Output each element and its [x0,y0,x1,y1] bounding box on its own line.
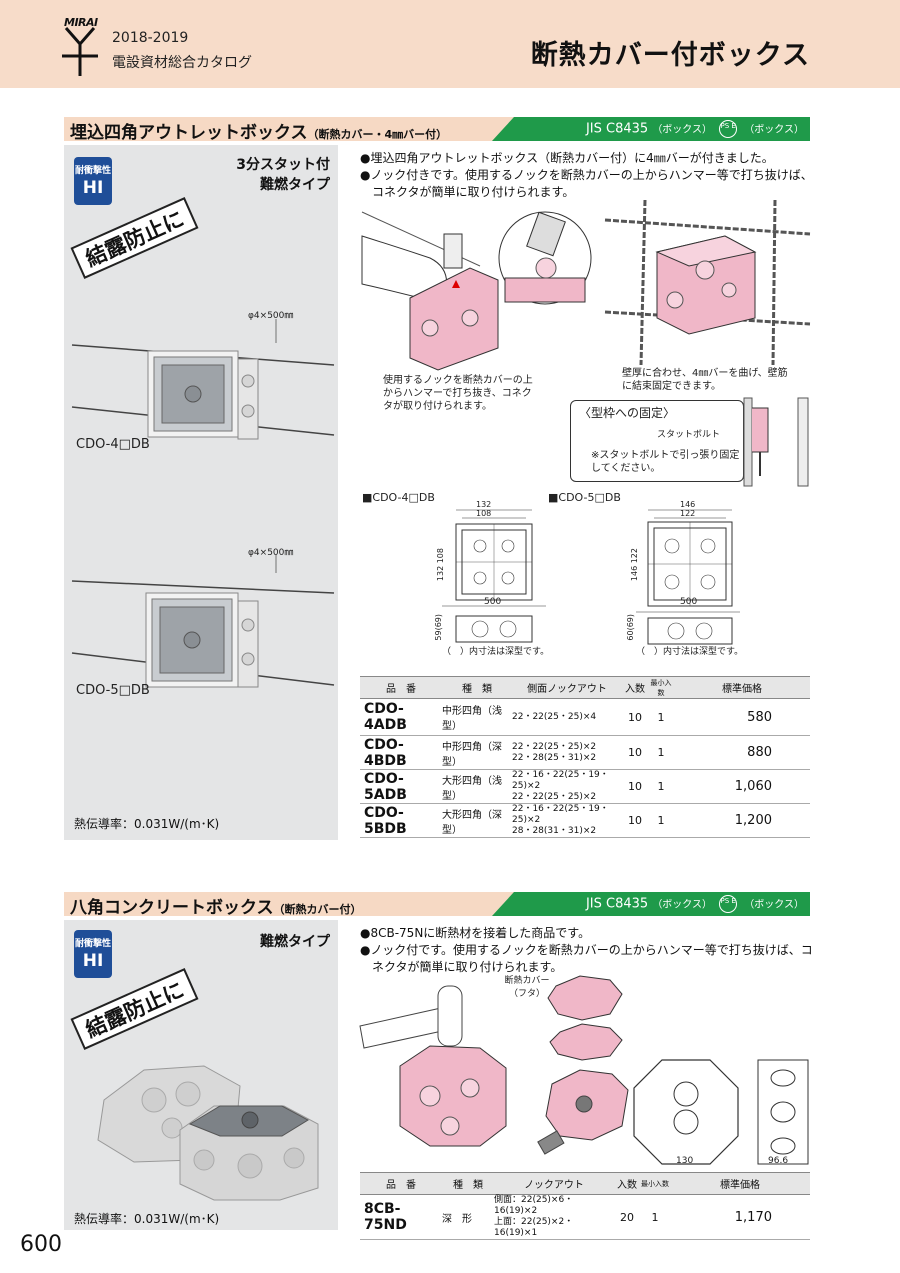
knockout-illustration [361,211,592,371]
octagon-knockout-illustration [359,975,629,1155]
dimension-note-1: （ ）内寸法は深型です。 [442,647,550,657]
page-header: MIRAI 2018-2019 電設資材総合カタログ 断熱カバー付ボックス [0,0,900,88]
section-1-features: ●埋込四角アウトレットボックス（断熱カバー付）に4㎜バーが付きました。 ●ノック… [360,151,813,199]
cdo4-depth: 59(69) [434,614,443,641]
section-2-title: 八角コンクリートボックス（断熱カバー付） [70,898,362,918]
section-2-jis: JIS C8435 （ボックス） PS E （ボックス） [585,895,804,913]
thermal-conductivity: 熱伝導率：0.031W/(m･K) [74,1212,220,1226]
table-row: CDO-4ADB 中形四角（浅型） 22・22(25・25)×4 10 1 58… [360,698,810,736]
page-number: 600 [20,1232,62,1257]
drawing-label-cdo4: ■CDO-4□DB [362,491,435,504]
table-header-row: 品 番 種 類 ノックアウト 入数 最小入数 標準価格 [360,1172,810,1195]
section-1-jis: JIS C8435 （ボックス） PS E （ボックス） [585,120,804,138]
formwork-fixing-title: 〈型枠への固定〉 [579,406,676,420]
knockout-caption: 使用するノックを断熱カバーの上からハンマーで打ち抜き、コネクタが取り付けられます… [383,375,533,412]
model-label-cdo5: CDO-5□DB [76,683,150,698]
section-1-title-bar: 埋込四角アウトレットボックス（断熱カバー・4㎜バー付） JIS C8435 （ボ… [64,117,810,143]
section-1-spec-table: 品 番 種 類 側面ノックアウト 入数 最小入数 標準価格 CDO-4ADB 中… [360,676,810,838]
box-photo-cdo5 [71,555,335,688]
octagon-depth-dim: 96.6 [768,1156,789,1166]
insulation-cover-label: 断熱カバー（フタ） [504,976,550,999]
product-type-label: 難燃タイプ [260,934,330,950]
section-2-title-bar: 八角コンクリートボックス（断熱カバー付） JIS C8435 （ボックス） PS… [64,892,810,918]
catalog-year: 2018-2019 [112,30,189,46]
impact-resistance-badge: 耐衝撃性 HI [74,930,112,978]
formwork-fixing-box: 〈型枠への固定〉 スタットボルト ※スタットボルトで引っ張り固定してください。 [570,400,744,482]
cdo5-height-dims: 146 122 [630,548,639,582]
bar-dimension-2: φ4×500㎜ [248,548,294,558]
octagon-box-photo [97,1065,319,1201]
dimension-drawing-cdo5 [636,509,740,645]
dimension-note-2: （ ）内寸法は深型です。 [636,647,744,657]
rebar-fixing-illustration [604,199,811,366]
condensation-stamp: 結露防止に [70,197,199,279]
cdo5-width-dims: 146 122 [680,500,696,518]
cdo5-bar-length: 500 [680,597,698,607]
impact-resistance-badge: 耐衝撃性 HI [74,157,112,205]
drawing-label-cdo5: ■CDO-5□DB [548,491,621,504]
section-2-features: ●8CB-75Nに断熱材を接着した商品です。 ●ノック付です。使用するノックを断… [360,926,813,974]
model-label-cdo4: CDO-4□DB [76,437,150,452]
section-2-spec-table: 品 番 種 類 ノックアウト 入数 最小入数 標準価格 8CB-75ND 深 形… [360,1172,810,1240]
dimension-drawing-cdo4 [442,509,546,643]
mirai-logo-icon [62,27,98,76]
cdo5-depth: 60(69) [626,614,635,641]
octagon-width-dim: 130 [676,1156,694,1166]
cdo4-height-dims: 132 108 [436,548,445,582]
section-2-product-photo-panel: 耐衝撃性 HI 難燃タイプ 結露防止に 熱伝導率：0.031W/(m･K) [64,920,338,1230]
product-type-label: 3分スタット付 難燃タイプ [236,157,330,193]
rebar-caption: 壁厚に合わせ、4㎜バーを曲げ、壁筋に結束固定できます。 [622,368,788,392]
page-title: 断熱カバー付ボックス [530,40,810,71]
pse-mark-icon: PS E [719,895,738,913]
cdo4-bar-length: 500 [484,597,502,607]
section-1-title: 埋込四角アウトレットボックス（断熱カバー・4㎜バー付） [70,123,448,143]
bar-dimension-1: φ4×500㎜ [248,311,294,321]
brand-name: MIRAI [64,16,98,29]
catalog-name: 電設資材総合カタログ [112,55,252,71]
thermal-conductivity: 熱伝導率：0.031W/(m･K) [74,817,220,831]
formwork-fixing-note: ※スタットボルトで引っ張り固定してください。 [591,450,740,474]
formwork-section-icon [743,397,809,487]
table-header-row: 品 番 種 類 側面ノックアウト 入数 最小入数 標準価格 [360,676,810,699]
box-photo-cdo4 [71,319,335,440]
octagon-dimension-drawing [633,1059,809,1165]
pse-mark-icon: PS E [719,120,738,138]
section-1-product-photo-panel: 耐衝撃性 HI 3分スタット付 難燃タイプ 結露防止に φ4×500㎜ CDO-… [64,145,338,840]
cdo4-width-dims: 132 108 [476,500,492,518]
stud-bolt-label: スタットボルト [657,430,721,440]
